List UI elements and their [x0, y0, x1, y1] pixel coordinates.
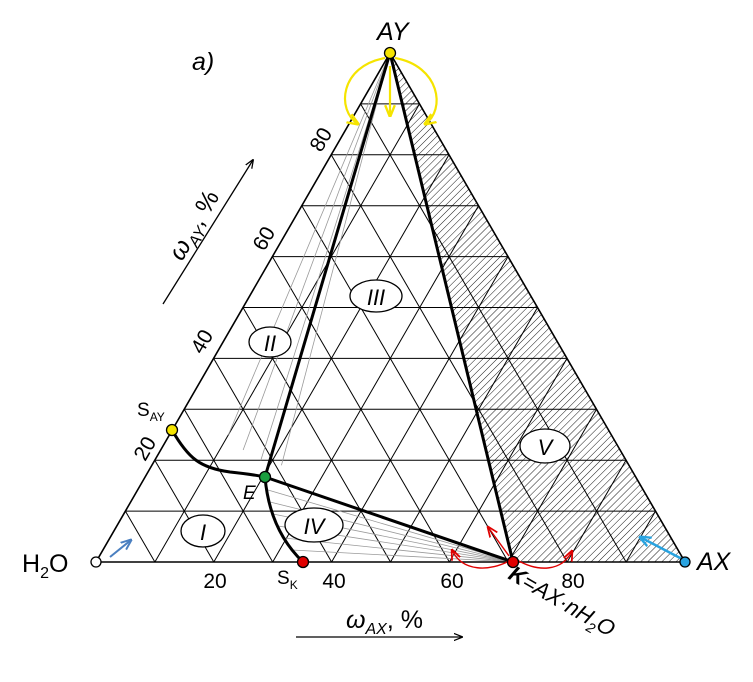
label-s-k: SK: [277, 568, 298, 592]
tie-line: [291, 549, 514, 563]
point-ay: [383, 46, 397, 60]
vertex-label-h2o: H2O: [22, 550, 68, 582]
tie-lines-ay: [228, 52, 391, 466]
line-ay-e: [263, 52, 392, 478]
label-s-ay: SAY: [137, 400, 165, 424]
point-e: [258, 470, 272, 484]
solubility-curve-say-e: [170, 429, 266, 479]
region-iv: IV: [284, 507, 344, 543]
label-e: E: [243, 483, 256, 504]
panel-label: a): [192, 48, 214, 76]
axis-title-ay: ωAY, %: [163, 185, 229, 267]
vertex-label-ay: AY: [375, 18, 411, 46]
grid-line-ax: [272, 205, 479, 563]
svg-text:II: II: [264, 331, 276, 356]
svg-text:I: I: [200, 520, 206, 545]
svg-text:IV: IV: [304, 514, 327, 539]
point-ax: [679, 556, 691, 568]
tie-line: [228, 52, 391, 435]
svg-text:III: III: [367, 285, 385, 310]
tie-line: [267, 489, 514, 563]
point-k: [506, 555, 520, 569]
grid-line-water: [183, 409, 274, 563]
region-i: I: [180, 514, 226, 548]
point-h2o: [90, 556, 102, 568]
grid-line-water: [271, 256, 450, 563]
svg-text:V: V: [538, 435, 555, 460]
axis-title-ax: ωAX, %: [346, 606, 423, 638]
grid-line-ax: [390, 307, 538, 563]
tick-ax-80: 80: [561, 570, 584, 593]
tie-line: [281, 52, 391, 466]
tick-ay-80: 80: [306, 124, 338, 156]
point-s-ay: [165, 423, 179, 437]
blue-arrow-ax: [640, 537, 683, 561]
tick-ay-40: 40: [187, 326, 219, 358]
region-v: V: [519, 428, 571, 464]
triangle-border: [94, 51, 687, 563]
solubility-curve-e-sk: [263, 476, 305, 564]
tick-ax-40: 40: [322, 570, 345, 593]
axis-arrow-ay: [162, 160, 253, 305]
tick-ax-20: 20: [203, 570, 226, 593]
point-s-k: [296, 555, 310, 569]
line-e-k: [264, 475, 514, 564]
grid-line-water: [301, 205, 509, 563]
yellow-arrows: [343, 56, 438, 124]
tie-line: [242, 52, 391, 451]
grid-line-water: [124, 510, 156, 563]
tick-ax-60: 60: [440, 570, 463, 593]
red-arrows: [452, 527, 572, 569]
line-ay-k: [388, 52, 515, 563]
blue-arrow-h2o: [109, 540, 131, 558]
grid-line-water: [360, 103, 627, 563]
grid-line-ax: [507, 409, 597, 563]
region-ii: II: [248, 326, 292, 358]
vertex-label-ax: AX: [695, 548, 732, 576]
grid-line-water: [330, 154, 568, 563]
region-iii: III: [349, 279, 403, 313]
